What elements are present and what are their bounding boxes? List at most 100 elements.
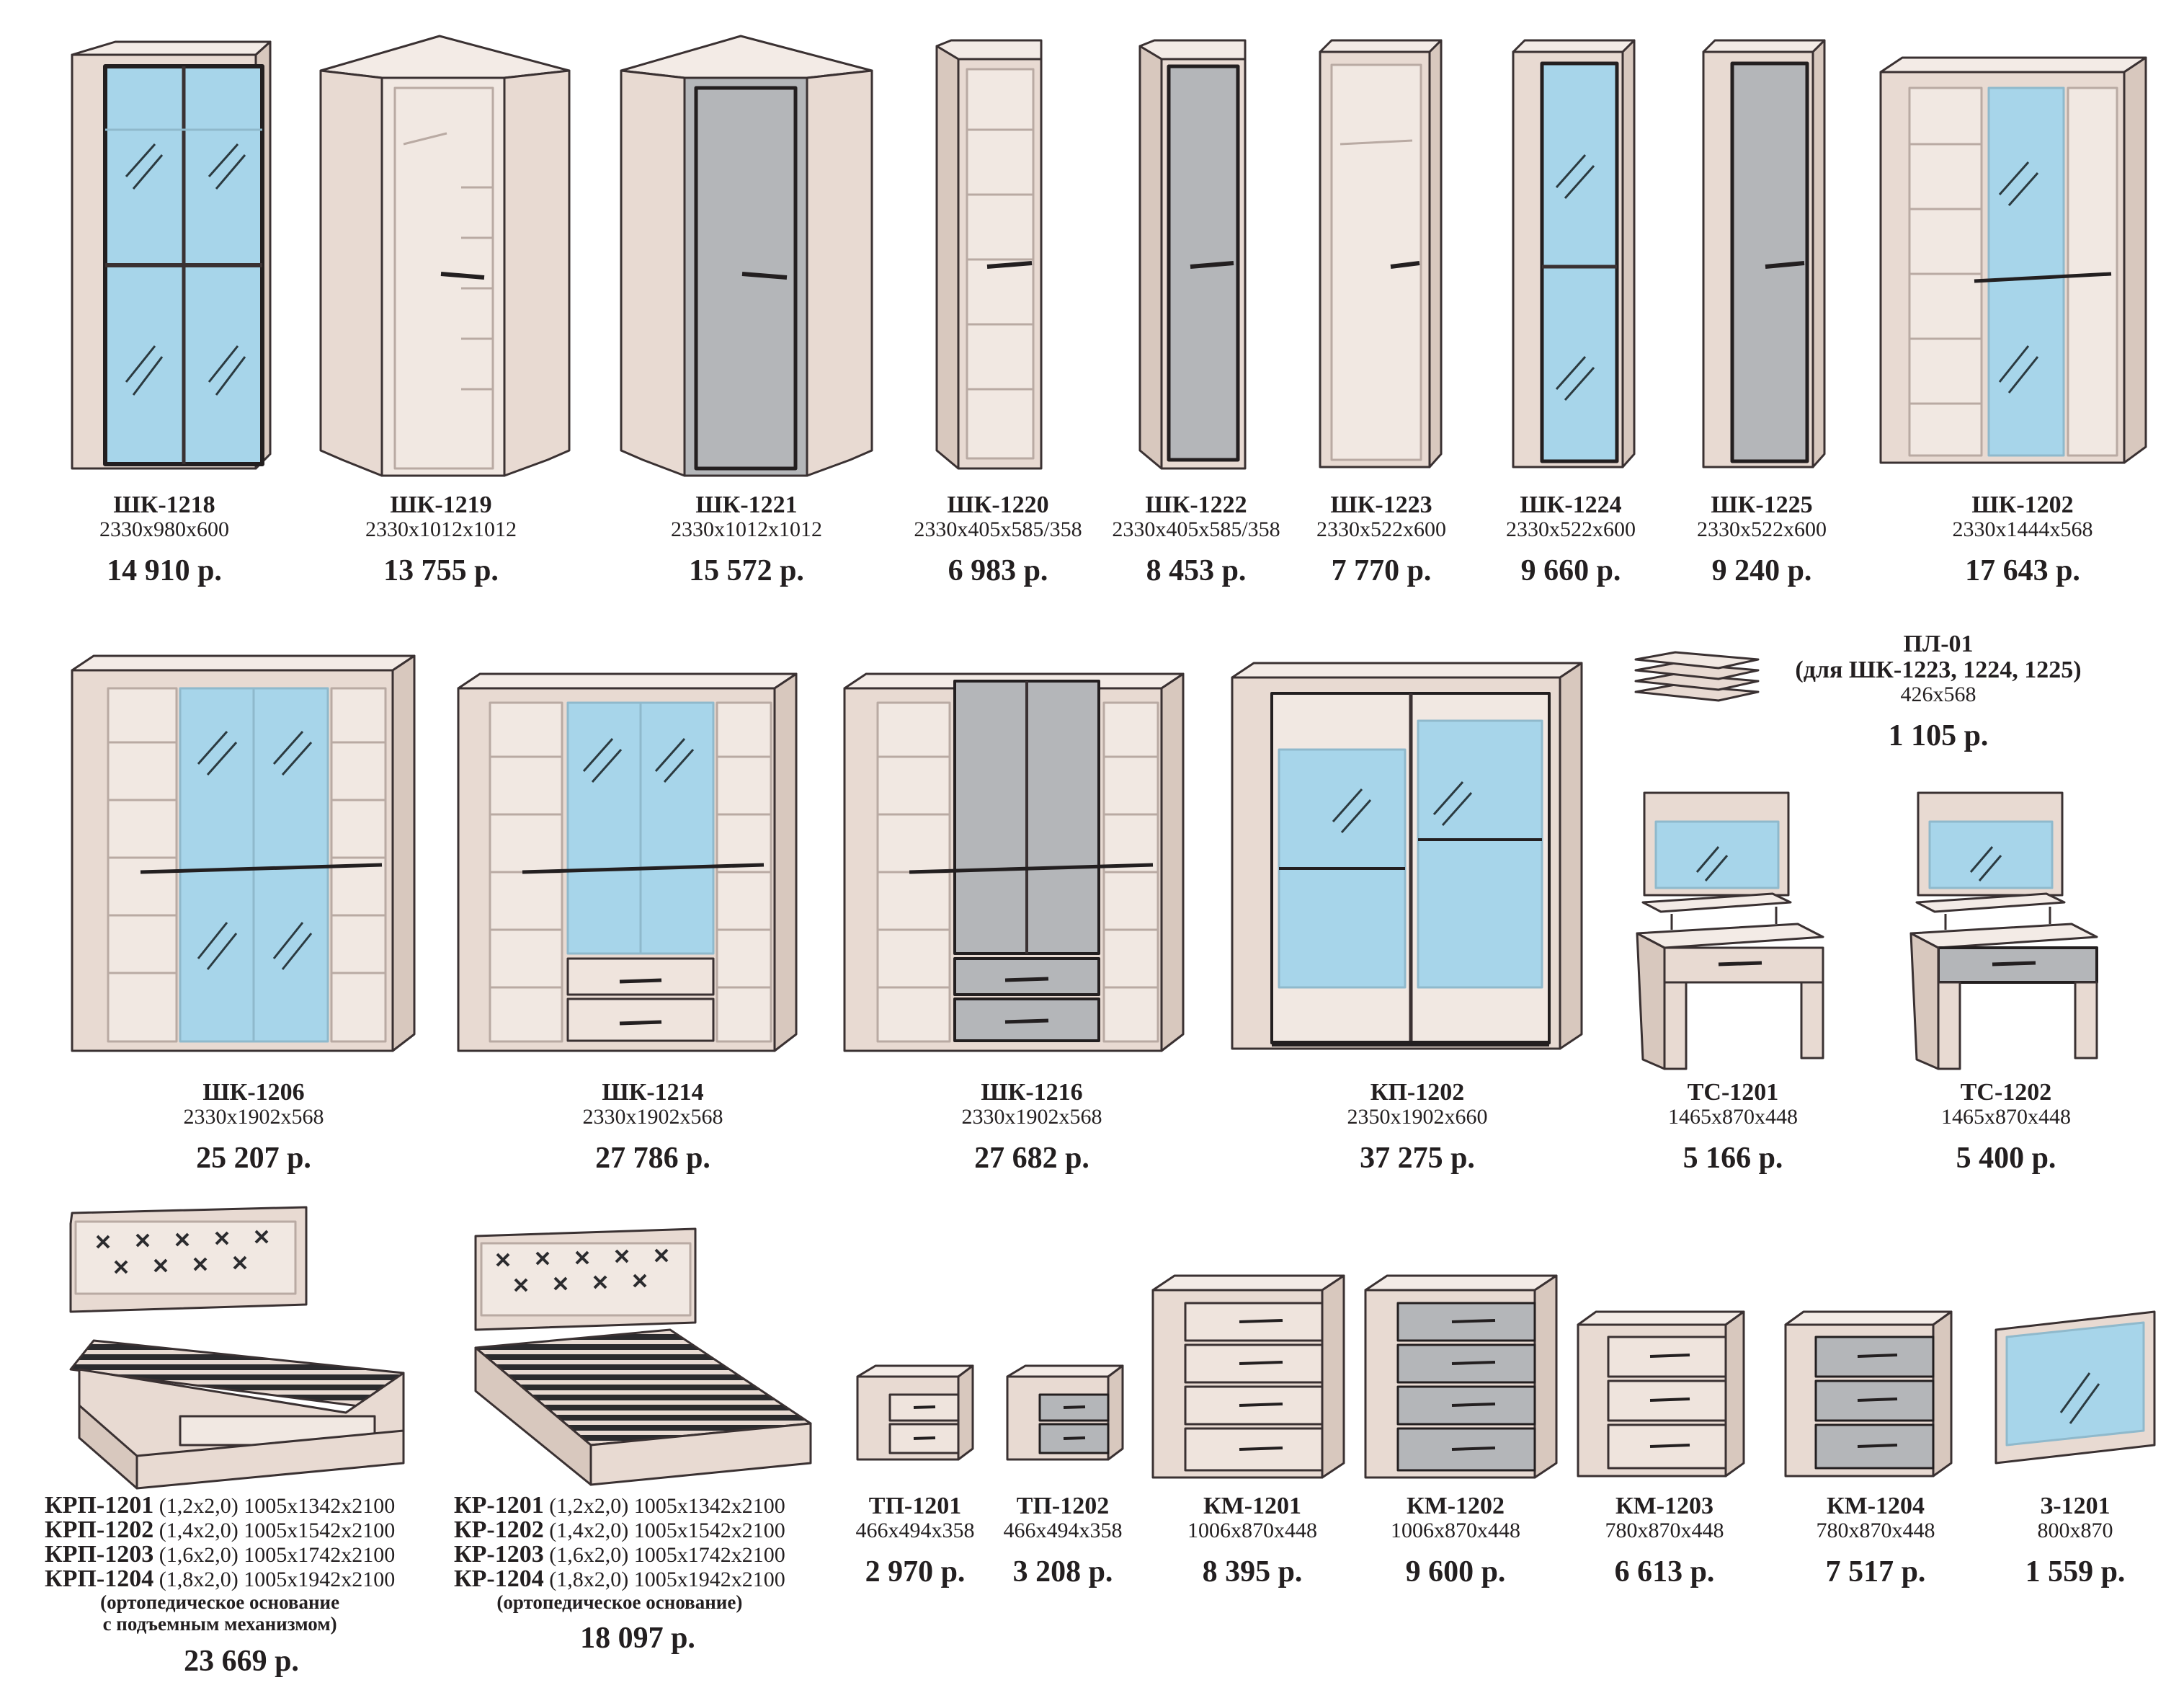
product-shk-1219: ШК-1219 2330x1012x1012 13 755 р. xyxy=(365,492,517,588)
product-dimensions: 2330x522x600 xyxy=(1316,517,1446,541)
wardrobe-shk-1224-image xyxy=(1512,39,1636,468)
product-name: ШК-1214 xyxy=(602,1079,704,1106)
product-price: 6 613 р. xyxy=(1614,1555,1715,1588)
product-price: 5 400 р. xyxy=(1956,1142,2056,1175)
product-name: ШК-1221 xyxy=(695,492,798,518)
dressing-table-ts-1202-image xyxy=(1909,791,2098,1070)
bed-dims: 1005x1742x2100 xyxy=(633,1543,785,1567)
product-km-1203: КМ-1203 780x870x448 6 613 р. xyxy=(1605,1493,1724,1589)
bed-line: КРП-1201 (1,2x2,0) 1005x1342x2100 xyxy=(45,1492,395,1519)
product-price: 15 572 р. xyxy=(689,554,804,587)
bed-line: КРП-1204 (1,8x2,0) 1005x1942x2100 xyxy=(45,1567,396,1592)
product-shk-1206: ШК-1206 2330x1902x568 25 207 р. xyxy=(184,1079,324,1176)
product-name: ШК-1222 xyxy=(1145,492,1247,518)
product-dimensions: 466x494x358 xyxy=(1003,1519,1123,1542)
product-note: (для ШК-1223, 1224, 1225) xyxy=(1795,657,2082,683)
product-price: 7 770 р. xyxy=(1331,554,1432,587)
bed-dims: 1005x1342x2100 xyxy=(633,1494,785,1518)
product-shk-1202: ШК-1202 2330x1444x568 17 643 р. xyxy=(1952,492,2093,588)
product-dimensions: 780x870x448 xyxy=(1605,1519,1724,1542)
product-shk-1218: ШК-1218 2330x980x600 14 910 р. xyxy=(99,492,229,588)
product-name: ТС-1201 xyxy=(1687,1079,1779,1106)
product-name: ШК-1218 xyxy=(113,492,215,518)
product-name: ШК-1224 xyxy=(1520,492,1622,518)
corner-wardrobe-shk-1219-image xyxy=(319,35,571,477)
bed-line: КРП-1202 (1,4x2,0) 1005x1542x2100 xyxy=(45,1516,396,1543)
product-name: ШК-1223 xyxy=(1330,492,1432,518)
product-price: 9 600 р. xyxy=(1405,1555,1506,1588)
product-km-1204: КМ-1204 780x870x448 7 517 р. xyxy=(1817,1493,1935,1589)
bed-name: КРП-1201 xyxy=(45,1492,154,1519)
product-dimensions: 1465x870x448 xyxy=(1941,1105,2071,1129)
product-name: ТС-1202 xyxy=(1960,1079,2052,1106)
product-dimensions: 2330x1012x1012 xyxy=(365,517,517,541)
bed-size: (1,6x2,0) xyxy=(159,1543,239,1567)
wardrobe-shk-1214-image xyxy=(457,672,798,1052)
dressing-table-ts-1201-image xyxy=(1636,791,1824,1070)
product-dimensions: 2330x1902x568 xyxy=(961,1105,1102,1129)
product-price: 13 755 р. xyxy=(383,554,499,587)
bed-name: КР-1201 xyxy=(454,1492,544,1519)
product-name: КП-1202 xyxy=(1370,1079,1465,1106)
shelf-unit-shk-1220-image xyxy=(935,39,1043,470)
bed-kr-price: 18 097 р. xyxy=(580,1622,695,1655)
product-dimensions: 2330x1902x568 xyxy=(582,1105,723,1129)
product-dimensions: 2330x405x585/358 xyxy=(1112,517,1280,541)
product-price: 14 910 р. xyxy=(107,554,222,587)
product-dimensions: 2330x522x600 xyxy=(1697,517,1827,541)
bed-size: (1,8x2,0) xyxy=(549,1568,629,1591)
chest-km-1202-image xyxy=(1364,1274,1558,1479)
product-name: ШК-1202 xyxy=(1971,492,2074,518)
product-name: ШК-1219 xyxy=(390,492,492,518)
bed-name: КР-1203 xyxy=(454,1541,544,1568)
product-dimensions: 1006x870x448 xyxy=(1391,1519,1520,1542)
product-name: ШК-1206 xyxy=(202,1079,305,1106)
wardrobe-shk-1218-image xyxy=(71,40,272,470)
product-dimensions: 2330x1012x1012 xyxy=(671,517,822,541)
bed-name: КРП-1203 xyxy=(45,1541,154,1568)
bed-line: КРП-1203 (1,6x2,0) 1005x1742x2100 xyxy=(45,1541,395,1568)
product-name: ПЛ-01 xyxy=(1903,631,1974,657)
product-price: 27 786 р. xyxy=(595,1142,710,1175)
bed-line: КР-1201 (1,2x2,0) 1005x1342x2100 xyxy=(454,1492,785,1519)
product-price: 17 643 р. xyxy=(1965,554,2080,587)
product-name: ШК-1220 xyxy=(947,492,1049,518)
product-dimensions: 2330x1444x568 xyxy=(1952,517,2093,541)
product-shk-1222: ШК-1222 2330x405x585/358 8 453 р. xyxy=(1112,492,1280,588)
bed-line: КР-1204 (1,8x2,0) 1005x1942x2100 xyxy=(454,1567,785,1592)
wardrobe-shk-1216-image xyxy=(843,672,1185,1052)
product-dimensions: 1465x870x448 xyxy=(1668,1105,1798,1129)
product-price: 1 105 р. xyxy=(1888,719,1989,752)
product-tp-1202: ТП-1202 466x494x358 3 208 р. xyxy=(1003,1493,1123,1589)
corner-wardrobe-shk-1221-image xyxy=(620,35,873,477)
product-name: З-1201 xyxy=(2040,1493,2111,1519)
product-name: ТП-1202 xyxy=(1016,1493,1110,1519)
product-name: КМ-1201 xyxy=(1203,1493,1302,1519)
bed-name: КРП-1202 xyxy=(45,1516,154,1543)
bed-line: КР-1202 (1,4x2,0) 1005x1542x2100 xyxy=(454,1518,785,1543)
chest-km-1204-image xyxy=(1784,1310,1953,1478)
product-name: КМ-1202 xyxy=(1406,1493,1505,1519)
product-name: ТП-1201 xyxy=(868,1493,962,1519)
sliding-wardrobe-kp-1202-image xyxy=(1231,662,1583,1050)
product-price: 9 660 р. xyxy=(1520,554,1621,587)
bed-line: КР-1203 (1,6x2,0) 1005x1742x2100 xyxy=(454,1541,785,1568)
product-price: 37 275 р. xyxy=(1360,1142,1475,1175)
product-name: ШК-1216 xyxy=(981,1079,1083,1106)
chest-km-1201-image xyxy=(1151,1274,1345,1479)
shelf-unit-shk-1222-image xyxy=(1138,39,1247,470)
product-tp-1201: ТП-1201 466x494x358 2 970 р. xyxy=(856,1493,975,1589)
bed-dims: 1005x1542x2100 xyxy=(633,1519,785,1542)
bed-dims: 1005x1942x2100 xyxy=(244,1568,396,1591)
bed-kr-image xyxy=(474,1227,812,1486)
bed-size: (1,4x2,0) xyxy=(549,1519,629,1542)
product-kp-1202: КП-1202 2350x1902x660 37 275 р. xyxy=(1347,1079,1488,1176)
product-shk-1225: ШК-1225 2330x522x600 9 240 р. xyxy=(1697,492,1827,588)
product-shk-1214: ШК-1214 2330x1902x568 27 786 р. xyxy=(582,1079,723,1176)
product-name: ШК-1225 xyxy=(1711,492,1813,518)
product-km-1201: КМ-1201 1006x870x448 8 395 р. xyxy=(1187,1493,1317,1589)
bed-dims: 1005x1542x2100 xyxy=(244,1519,396,1542)
bed-note: с подъемным механизмом) xyxy=(102,1613,337,1635)
wardrobe-shk-1223-image xyxy=(1319,39,1443,468)
product-price: 5 166 р. xyxy=(1682,1142,1783,1175)
